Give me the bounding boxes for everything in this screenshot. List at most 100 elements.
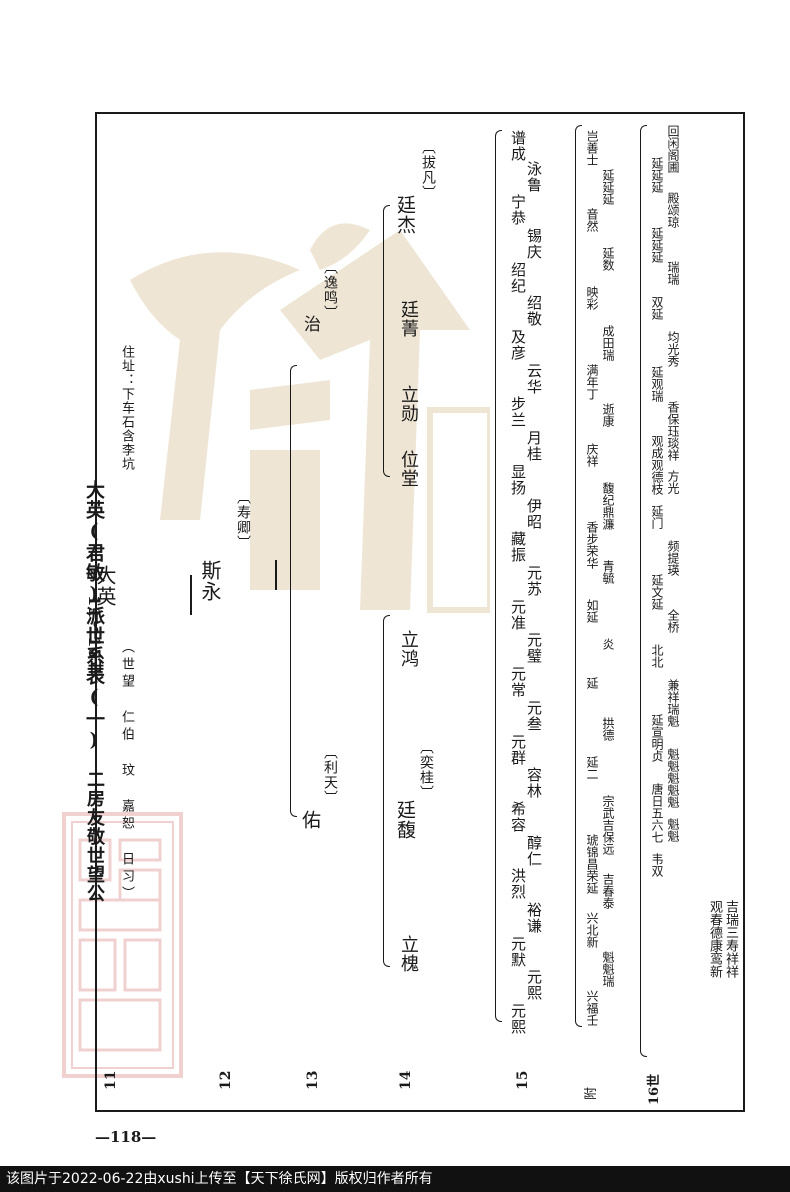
gen16-entry-6: 兼祥瑞魁 <box>666 678 680 727</box>
gen12-name: 斯永 <box>198 560 222 602</box>
appendix-entry-1: 兴福壬 <box>585 990 599 1027</box>
gen13-name-1: 佑 <box>299 810 321 830</box>
appendix-entry-13: 香步荣华 <box>585 520 599 569</box>
gen15-name-19: 步兰 <box>509 396 527 429</box>
appendix-entry-12: 青毓 <box>601 560 615 584</box>
gen15-bracket <box>495 130 502 1022</box>
gen15-name-15: 藏振 <box>509 531 527 564</box>
appendix-entry-8: 拱德 <box>601 716 615 741</box>
gen13-bracket <box>290 365 297 817</box>
upload-notice: 该图片于2022-06-22由xushi上传至【天下徐氏网】版权归作者所有 <box>0 1166 790 1192</box>
gen16-entry-19: 延延延 <box>650 226 664 263</box>
appendix-entry-22: 延延延 <box>601 168 615 205</box>
gen-label-11: 11 <box>103 1070 119 1090</box>
gen16-entry-20: 殿颂琼 <box>666 191 680 228</box>
gen15-name-1: 元熙 <box>509 1003 527 1036</box>
appendix-entry-18: 成田瑞 <box>601 325 615 362</box>
gen-label-12: 12 <box>218 1070 234 1090</box>
gen14-name-2: 廷馥 <box>394 800 416 840</box>
gen16-entry-9: 延文延 <box>650 574 664 611</box>
gen14-bracket-a <box>383 615 390 967</box>
generation-range: 11～15世 <box>85 595 104 678</box>
gen15-name-10: 元叁 <box>525 699 543 732</box>
gen15-name-27: 谱成 <box>509 130 527 162</box>
gen-label-16: 16世 <box>647 1073 662 1105</box>
gen14-alias-7: 〔拔凡〕 <box>420 140 436 200</box>
gen15-name-11: 元常 <box>509 666 527 699</box>
gen14-name-3: 立鸿 <box>398 630 419 668</box>
table-title: 大英(君敏)派世系表(一) <box>83 480 105 752</box>
gen16-entry-11: 延门 <box>650 504 664 529</box>
gen13-alias-2: 〔逸鸣〕 <box>322 260 338 320</box>
appendix-entry-11: 如延 <box>585 599 599 624</box>
frame-bottom <box>95 1110 745 1112</box>
branch-name: 二房友敬世望公 <box>84 770 105 903</box>
appendix-entry-17: 满年丁 <box>585 364 599 401</box>
appendix-entry-21: 音然 <box>585 207 599 232</box>
gen15-name-8: 容林 <box>525 767 543 800</box>
appendix-entry-4: 吉春泰 <box>601 873 615 910</box>
appendix-entry-5: 琥锦昌荣延 <box>585 833 599 894</box>
appendix-entry-6: 宗武吉保远 <box>601 794 615 855</box>
appendix-entry-9: 延 <box>585 677 599 690</box>
gen15-name-13: 元准 <box>509 598 527 631</box>
connector <box>275 560 277 590</box>
gen14-name-4: 位堂 <box>398 450 419 488</box>
gen15-name-20: 云华 <box>525 362 543 395</box>
gen14-alias-2: 〔奕桂〕 <box>418 740 434 800</box>
gen16-entry-3: 唐日五六七 <box>650 783 664 844</box>
gen16-entry-1: 韦双 <box>650 852 664 877</box>
gen15-name-26: 泳鲁 <box>525 160 543 193</box>
connector <box>190 575 192 615</box>
appendix-entry-7: 延二 <box>585 755 599 780</box>
gen16-entry-13: 观成观德枝 <box>650 435 664 496</box>
gen16-entry-17: 双延 <box>650 296 664 321</box>
frame-right <box>743 112 745 1112</box>
gen16-entry-21: 延延延 <box>650 157 664 194</box>
gen15-name-5: 洪烈 <box>509 868 527 901</box>
gen16-entry-4: 魁魁魁魁魁 <box>666 748 680 809</box>
gen13-name-2: 治 <box>300 315 320 333</box>
appendix-entry-16: 逝康 <box>601 403 615 428</box>
gen15-name-17: 显扬 <box>509 463 527 496</box>
appendix-entry-20: 延数 <box>601 246 615 271</box>
appendix-entry-15: 庆祥 <box>585 442 599 467</box>
gen13-alias-1: 〔利天〕 <box>322 745 338 805</box>
gen15-name-3: 元默 <box>509 935 527 968</box>
appendix-bracket <box>575 125 582 1027</box>
gen15-name-23: 绍纪 <box>509 261 527 294</box>
xu-clan-logo-watermark <box>130 223 490 613</box>
gen16-extra-2: 吉瑞三寿祥祥 <box>723 900 738 978</box>
gen-label-14: 14 <box>398 1070 414 1090</box>
gen16-entry-2: 魁魁 <box>666 817 680 842</box>
gen-label-13: 13 <box>305 1070 321 1090</box>
gen16-entry-18: 瑞瑞 <box>666 261 680 286</box>
gen15-name-12: 元璧 <box>525 632 543 665</box>
gen16-entry-7: 北北 <box>650 643 664 668</box>
page-number: —118— <box>95 1128 157 1146</box>
collector-seal-stamp <box>62 812 183 1078</box>
gen15-name-22: 绍敬 <box>525 295 543 328</box>
gen16-entry-15: 延观瑞 <box>650 365 664 402</box>
col11-note: （世望 仁伯 玟 嘉恕 日习） <box>119 640 134 903</box>
gen15-name-21: 及彦 <box>509 329 527 362</box>
gen-label-15: 15 <box>515 1070 531 1090</box>
address: 住址：下车石含李坑 <box>119 345 134 471</box>
appendix-entry-2: 魁魁瑞 <box>601 951 615 988</box>
gen15-name-25: 宁恭 <box>509 194 527 227</box>
gen16-extra-1: 观春德康鸾新 <box>707 900 722 978</box>
gen16-entry-22: 回闲阁圃 <box>666 125 680 173</box>
gen16-entry-12: 方光 <box>666 470 680 495</box>
gen15-name-2: 元熙 <box>525 969 543 1002</box>
gen-label-appendix: 附 <box>584 1086 599 1100</box>
gen15-name-14: 元苏 <box>525 565 543 597</box>
gen14-name-1: 立槐 <box>398 935 419 973</box>
gen16-entry-10: 频提瑛 <box>666 539 680 576</box>
gen15-name-9: 元群 <box>509 733 527 766</box>
gen14-name-7: 廷杰 <box>394 195 416 235</box>
gen14-bracket-b <box>383 205 390 477</box>
appendix-entry-10: 炎 <box>601 638 615 651</box>
gen16-entry-16: 均光秀 <box>666 331 680 368</box>
gen15-name-24: 锡庆 <box>525 227 543 260</box>
